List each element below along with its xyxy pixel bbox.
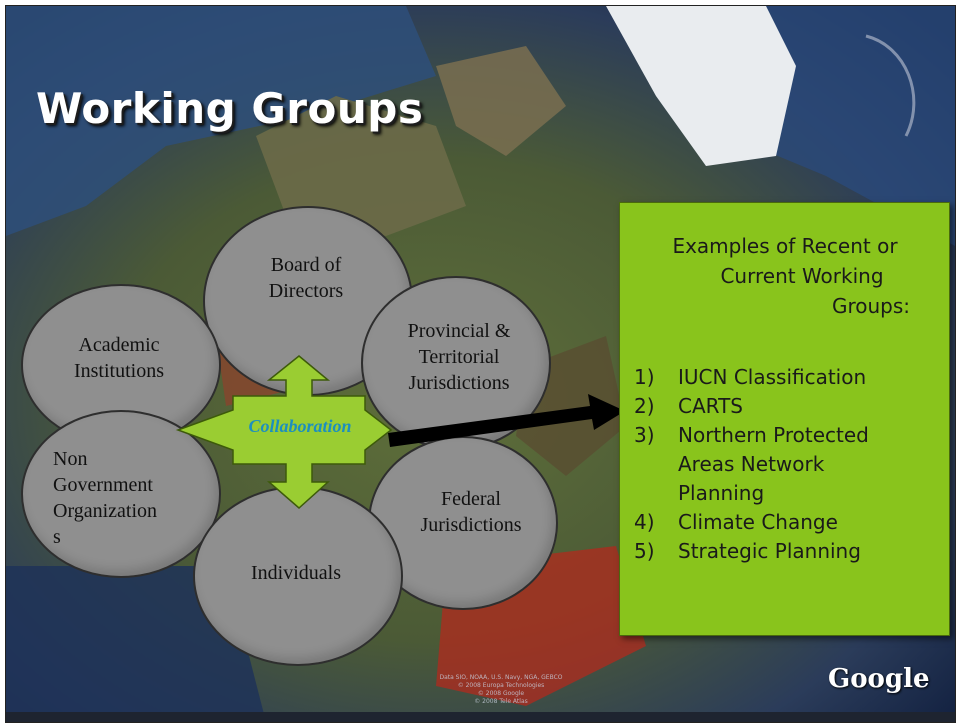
board-label-line2: Directors [268, 280, 344, 302]
ngo-label-line2: Government [53, 474, 153, 496]
list-item-number: 5) [634, 539, 655, 563]
academic-label-line2: Institutions [73, 360, 164, 382]
list-item: 1) IUCN Classification [634, 363, 944, 392]
list-item: 2) CARTS [634, 392, 944, 421]
google-logo-text: Google [828, 664, 930, 694]
working-groups-list: 1) IUCN Classification 2) CARTS 3) North… [634, 363, 944, 566]
provincial-label-line1: Provincial & [407, 320, 511, 342]
credit-line: © 2008 Tele Atlas [474, 698, 528, 705]
individuals-label: Individuals [221, 560, 371, 586]
board-label: Board of Directors [226, 252, 386, 304]
list-item-text: CARTS [678, 394, 743, 418]
list-item-number: 1) [634, 365, 655, 389]
list-item: 4) Climate Change [634, 508, 944, 537]
list-item-text: Climate Change [678, 510, 838, 534]
slide: Working Groups Board of Directors Academ… [5, 5, 956, 723]
provincial-label-line2: Territorial [418, 346, 500, 368]
federal-label: Federal Jurisdictions [396, 486, 546, 538]
list-item-text: Strategic Planning [678, 539, 861, 563]
greenland-ice [606, 6, 796, 166]
list-item-text: IUCN Classification [678, 365, 867, 389]
board-label-line1: Board of [270, 254, 342, 276]
pointer-arrow [388, 394, 625, 447]
ngo-label-line1: Non [53, 448, 88, 470]
list-item-number: 2) [634, 394, 655, 418]
academic-label: Academic Institutions [44, 332, 194, 384]
google-logo: Google [828, 664, 930, 694]
ngo-label-line3: Organization [53, 500, 158, 522]
individuals-label-line1: Individuals [251, 562, 341, 584]
panel-heading-line3: Groups: [831, 294, 910, 318]
map-credits: Data SIO, NOAA, U.S. Navy, NGA, GEBCO © … [426, 674, 576, 706]
federal-label-line1: Federal [441, 488, 501, 510]
list-item-number: 3) [634, 423, 655, 447]
ocean-northwest [6, 6, 436, 236]
slide-title: Working Groups [36, 84, 424, 133]
status-bar [6, 712, 955, 722]
four-way-arrow [175, 355, 393, 509]
list-item: 5) Strategic Planning [634, 537, 944, 566]
credit-line: Data SIO, NOAA, U.S. Navy, NGA, GEBCO [439, 674, 563, 681]
provincial-label-line3: Jurisdictions [408, 372, 510, 394]
credit-line: © 2008 Google [477, 690, 525, 697]
list-item-text: Northern Protected [678, 423, 869, 447]
list-item-number: 4) [634, 510, 655, 534]
panel-heading: Examples of Recent or Current Working Gr… [630, 231, 940, 321]
list-item-text: Areas Network [678, 452, 825, 476]
examples-panel: Examples of Recent or Current Working Gr… [619, 202, 950, 636]
provincial-label: Provincial & Territorial Jurisdictions [384, 318, 534, 396]
panel-heading-line2: Current Working [720, 264, 884, 288]
individuals-circle [193, 486, 403, 666]
list-item: 3) Northern Protected Areas Network Plan… [634, 421, 944, 508]
panel-heading-line1: Examples of Recent or [672, 234, 898, 258]
arrows-layer [175, 355, 625, 509]
collaboration-label: Collaboration [248, 416, 352, 436]
federal-label-line2: Jurisdictions [420, 514, 522, 536]
land-baffin [436, 46, 566, 156]
credit-line: © 2008 Europa Technologies [457, 682, 545, 689]
ngo-label-line4: s [53, 526, 61, 548]
list-item-text: Planning [678, 481, 765, 505]
ngo-label: Non Government Organization s [53, 446, 203, 550]
compass-ring [865, 34, 916, 137]
academic-label-line1: Academic [78, 334, 160, 356]
ngo-circle [21, 410, 221, 578]
land-arctic-islands [256, 96, 466, 236]
